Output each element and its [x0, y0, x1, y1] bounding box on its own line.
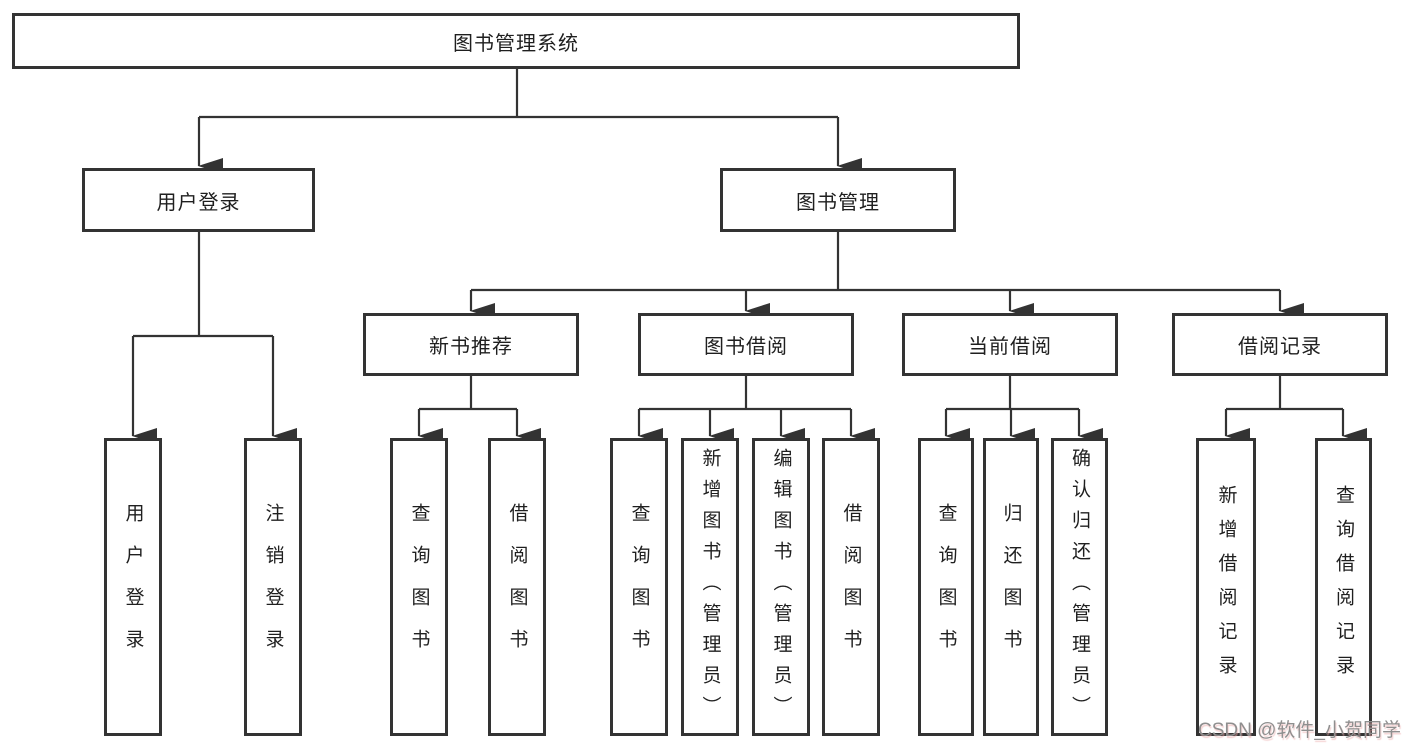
- node-user-login: 用户登录: [82, 168, 315, 232]
- leaf-label: 新增借阅记录: [1215, 485, 1237, 689]
- leaf-query-book: 查询图书: [390, 438, 448, 736]
- leaf-borrow-book: 借阅图书: [488, 438, 546, 736]
- leaf-label: 借阅图书: [506, 503, 528, 671]
- node-library-management-system: 图书管理系统: [12, 13, 1020, 69]
- node-current-borrowing: 当前借阅: [902, 313, 1118, 376]
- leaf-label: 查询图书: [935, 503, 957, 671]
- node-book-borrowing: 图书借阅: [638, 313, 854, 376]
- leaf-label: 查询图书: [408, 503, 430, 671]
- node-label: 新书推荐: [429, 336, 513, 358]
- leaf-user-login: 用户登录: [104, 438, 162, 736]
- node-label: 当前借阅: [968, 336, 1052, 358]
- leaf-label: 查询借阅记录: [1333, 485, 1354, 689]
- leaf-edit-book-admin: 编辑图书（管理员）: [752, 438, 810, 736]
- leaf-label: 新增图书（管理员）: [699, 447, 721, 727]
- leaf-label: 用户登录: [122, 503, 144, 671]
- node-label: 借阅记录: [1238, 336, 1322, 358]
- leaf-query-book: 查询图书: [918, 438, 974, 736]
- node-label: 用户登录: [156, 191, 241, 214]
- node-new-book-recommendation: 新书推荐: [363, 313, 579, 376]
- node-borrowing-records: 借阅记录: [1172, 313, 1388, 376]
- leaf-label: 查询图书: [628, 503, 650, 671]
- leaf-add-book-admin: 新增图书（管理员）: [681, 438, 739, 736]
- leaf-label: 借阅图书: [840, 503, 862, 671]
- leaf-label: 编辑图书（管理员）: [770, 447, 792, 727]
- node-label: 图书借阅: [704, 336, 788, 358]
- leaf-label: 归还图书: [1000, 503, 1022, 671]
- csdn-watermark: CSDN @软件_小贺同学: [1198, 720, 1401, 741]
- leaf-query-book: 查询图书: [610, 438, 668, 736]
- node-label: 图书管理: [796, 191, 880, 214]
- leaf-label: 注销登录: [262, 503, 284, 671]
- node-label: 图书管理系统: [453, 32, 579, 55]
- node-book-management: 图书管理: [720, 168, 956, 232]
- leaf-add-borrow-record: 新增借阅记录: [1196, 438, 1256, 736]
- leaf-logout-login: 注销登录: [244, 438, 302, 736]
- leaf-confirm-return-admin: 确认归还（管理员）: [1051, 438, 1108, 736]
- leaf-label: 确认归还（管理员）: [1069, 447, 1090, 727]
- leaf-return-book: 归还图书: [983, 438, 1039, 736]
- leaf-borrow-book: 借阅图书: [822, 438, 880, 736]
- leaf-query-borrow-record: 查询借阅记录: [1315, 438, 1372, 736]
